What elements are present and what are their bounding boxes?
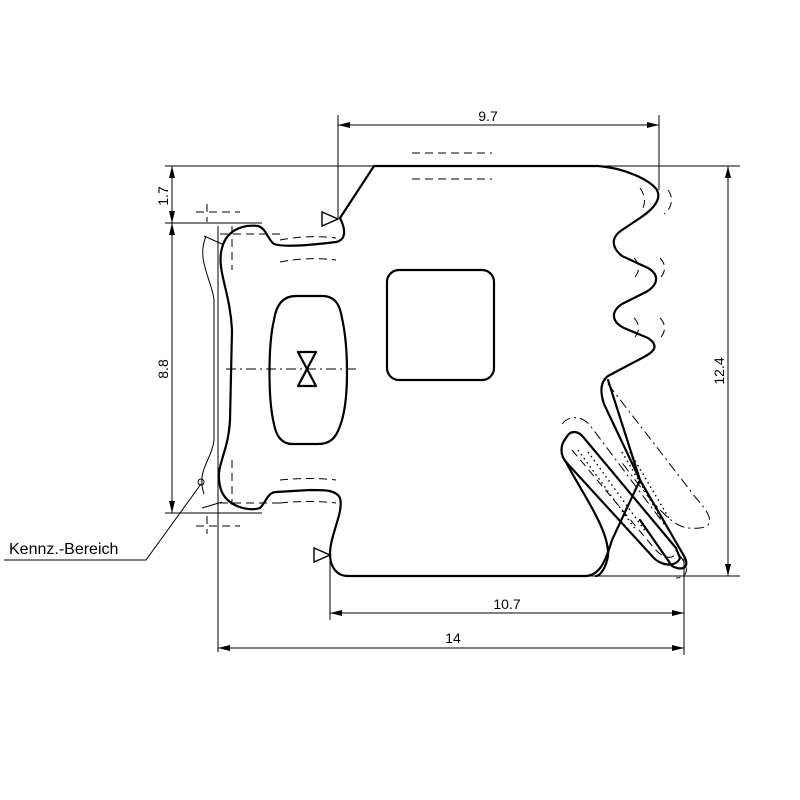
deformation-contour bbox=[659, 317, 665, 339]
hidden-line bbox=[279, 236, 337, 241]
profile-outline bbox=[217, 164, 660, 578]
fin-outline bbox=[560, 430, 682, 566]
arrow-head bbox=[169, 223, 175, 235]
hourglass-icon bbox=[296, 350, 318, 388]
arrow-head bbox=[330, 610, 342, 616]
arrow-head bbox=[725, 564, 731, 576]
deformation-contour bbox=[675, 555, 687, 579]
marking-point bbox=[197, 478, 205, 486]
hidden-line bbox=[279, 258, 337, 263]
deformation-contour bbox=[633, 317, 639, 339]
dotted-contour bbox=[587, 451, 647, 533]
dotted-contour bbox=[577, 449, 637, 531]
dimension-top-width: 9.7 bbox=[478, 108, 498, 124]
dotted-contour bbox=[621, 451, 663, 521]
arrow-head bbox=[725, 166, 731, 178]
arrow-head bbox=[672, 610, 684, 616]
hidden-line bbox=[279, 501, 337, 504]
alt-fin-contour bbox=[561, 417, 671, 533]
tick bbox=[201, 501, 223, 509]
dimension-overall-height: 12.4 bbox=[711, 357, 727, 384]
deformation-contour bbox=[659, 257, 665, 279]
square-cavity bbox=[385, 268, 496, 382]
marking-area-contour bbox=[201, 235, 215, 495]
dimension-bottom-width: 10.7 bbox=[493, 596, 520, 612]
alt-lip-contour bbox=[607, 383, 711, 529]
dotted-contour bbox=[629, 451, 671, 521]
triangle-marker-icon bbox=[321, 210, 340, 228]
arrow-head bbox=[338, 122, 350, 128]
arrow-head bbox=[218, 645, 230, 651]
triangle-marker-icon bbox=[313, 546, 332, 564]
arrow-head bbox=[169, 211, 175, 223]
arrow-head bbox=[672, 645, 684, 651]
arrow-head bbox=[647, 122, 659, 128]
leader-line bbox=[4, 483, 202, 561]
dimension-left-height: 8.8 bbox=[155, 359, 171, 379]
fin-base bbox=[564, 460, 610, 578]
dimension-overall-width: 14 bbox=[445, 630, 461, 646]
deformation-contour bbox=[639, 187, 645, 213]
deformation-contour bbox=[571, 449, 677, 558]
deformation-contour bbox=[633, 257, 639, 279]
arrow-head bbox=[169, 166, 175, 178]
tick bbox=[203, 235, 223, 245]
marking-area-label: Kennz.-Bereich bbox=[9, 541, 118, 558]
arrow-head bbox=[169, 501, 175, 513]
deformation-contour bbox=[663, 189, 672, 215]
hidden-line bbox=[279, 478, 337, 481]
oval-cavity bbox=[268, 294, 349, 446]
dimension-top-offset: 1.7 bbox=[155, 186, 171, 206]
